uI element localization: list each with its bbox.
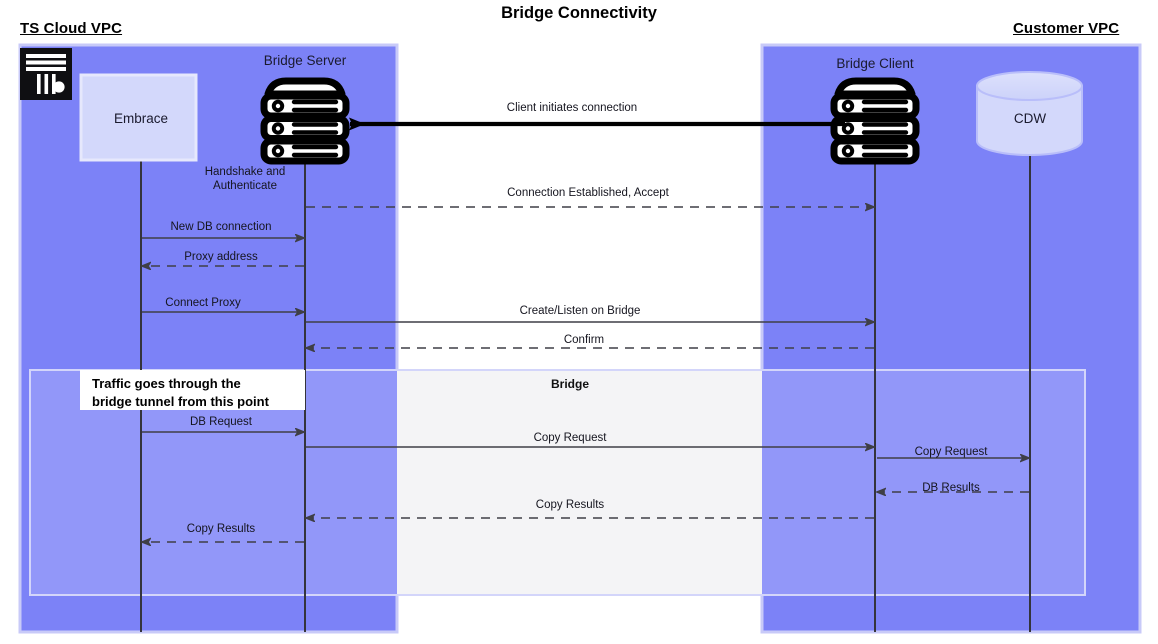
message-label-create-listen-on-bridge: Create/Listen on Bridge xyxy=(420,304,740,318)
message-label-line: Authenticate xyxy=(213,180,277,193)
message-label-line: Copy Results xyxy=(535,499,605,511)
message-label-copy-request-cdw: Copy Request xyxy=(791,445,1111,459)
zone-label-customer-vpc: Customer VPC xyxy=(1013,20,1120,37)
message-label-copy-request-bridge: Copy Request xyxy=(410,431,730,445)
message-label-new-db-connection: New DB connection xyxy=(61,220,381,234)
bridge-overlap-customer-vpc xyxy=(762,370,1085,595)
actor-label-bridge-server: Bridge Server xyxy=(263,53,347,68)
message-label-line: Handshake and xyxy=(204,166,286,178)
actor-label-embrace: Embrace xyxy=(113,111,169,126)
message-label-db-request: DB Request xyxy=(61,415,381,429)
message-label-line: Proxy address xyxy=(184,251,258,263)
zone-label-ts-cloud-vpc: TS Cloud VPC xyxy=(20,20,123,37)
message-label-line: Client initiates connection xyxy=(506,102,638,114)
message-label-proxy-address: Proxy address xyxy=(61,250,381,264)
message-label-copy-results-bridge: Copy Results xyxy=(410,498,730,512)
actor-label-bridge-client: Bridge Client xyxy=(836,56,914,71)
bridge-rect-outline xyxy=(29,369,1086,596)
page-title: Bridge Connectivity xyxy=(501,4,657,22)
bridge-region-label: Bridge xyxy=(550,377,589,391)
actor-shapes xyxy=(20,48,1083,165)
note-line-1: Traffic goes through the xyxy=(92,376,241,391)
message-label-line: Connect Proxy xyxy=(165,297,241,309)
message-label-line: Create/Listen on Bridge xyxy=(519,305,641,317)
db-cylinder-body-cdw[interactable] xyxy=(976,85,1083,156)
message-label-connection-established-accept: Connection Established, Accept xyxy=(428,186,748,200)
db-cylinder-top-cdw xyxy=(976,71,1083,101)
actor-box-embrace[interactable] xyxy=(79,73,198,162)
traffic-note: Traffic goes through the bridge tunnel fr… xyxy=(80,370,305,410)
ts-logo xyxy=(20,48,72,100)
message-label-db-results: DB Results xyxy=(791,481,1111,495)
bridge-client-icon xyxy=(830,77,920,165)
message-label-line: Copy Request xyxy=(533,432,607,444)
message-label-connect-proxy: Connect Proxy xyxy=(43,296,363,310)
message-label-line: Connection Established, Accept xyxy=(507,187,669,199)
message-label-line: Confirm xyxy=(563,334,605,346)
message-label-line: DB Request xyxy=(189,416,252,428)
message-label-line: New DB connection xyxy=(170,221,272,233)
message-label-client-initiates-connection: Client initiates connection xyxy=(412,101,732,115)
actor-label-cdw: CDW xyxy=(1013,111,1047,126)
note-line-2: bridge tunnel from this point xyxy=(92,393,269,409)
message-label-line: DB Results xyxy=(922,482,980,494)
message-label-line: Copy Results xyxy=(186,523,256,535)
message-label-confirm: Confirm xyxy=(424,333,744,347)
message-label-copy-results-embrace: Copy Results xyxy=(61,522,381,536)
message-arrows xyxy=(142,117,1029,542)
message-label-line: Copy Request xyxy=(914,446,988,458)
bridge-server-icon xyxy=(260,77,350,165)
